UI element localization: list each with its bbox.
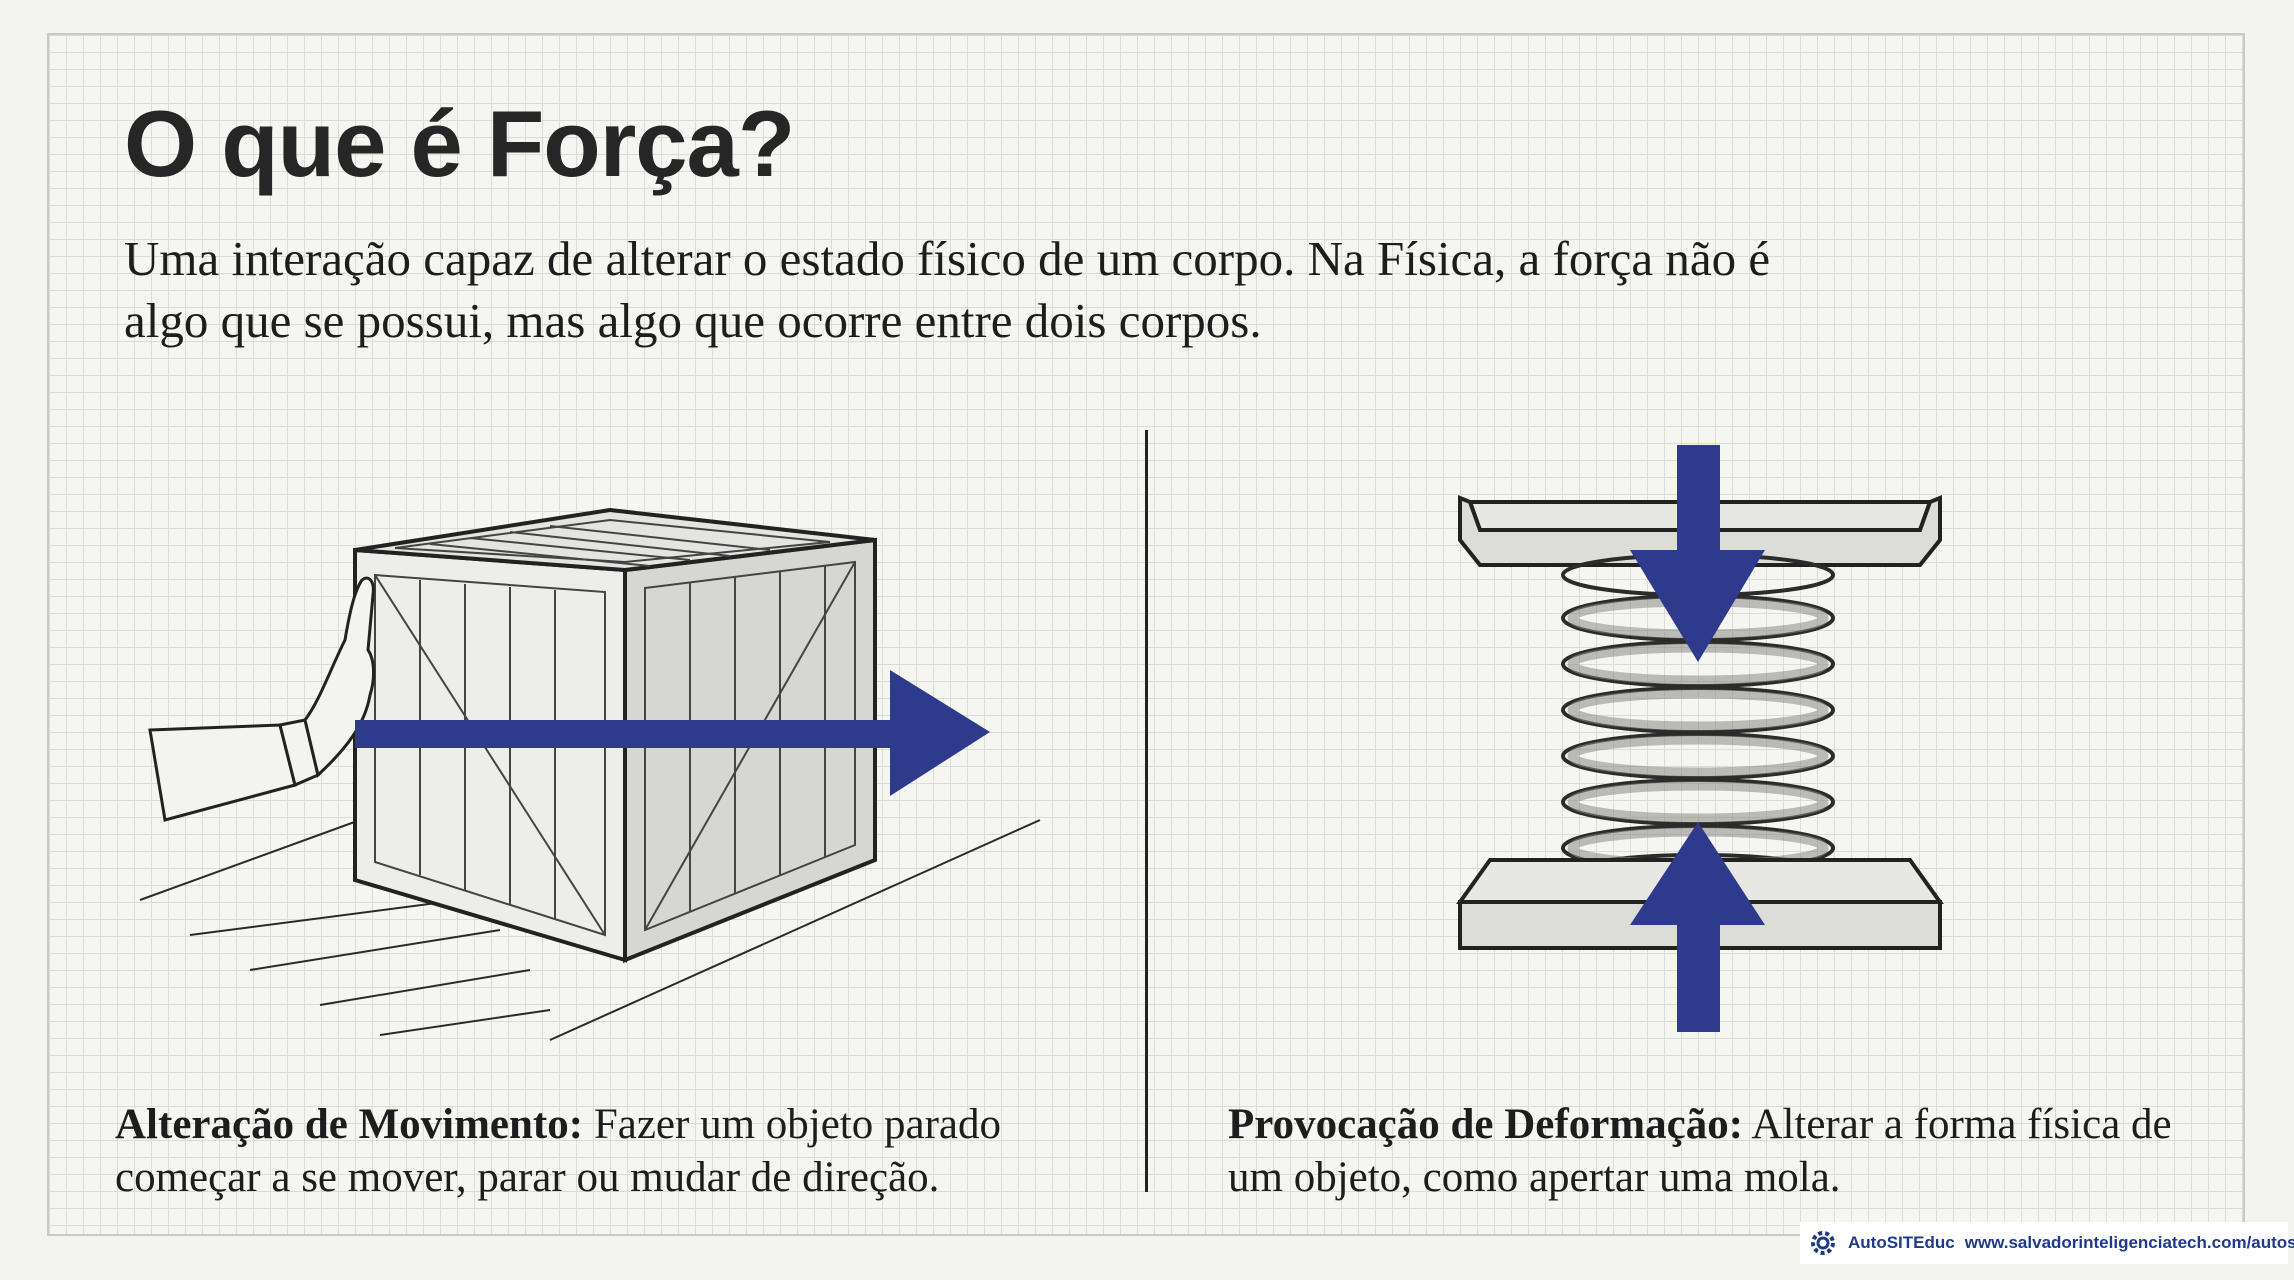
deformation-caption-text: Alterar a forma física de um objeto, com…	[1228, 1101, 2172, 1201]
up-force-arrow	[1630, 822, 1765, 1032]
push-force-arrow	[355, 670, 990, 796]
footer-url-link[interactable]: www.salvadorinteligenciatech.com/autosit…	[1964, 1233, 2294, 1252]
movement-caption-heading: Alteração de Movimento:	[115, 1101, 584, 1148]
crate-push-illustration	[139, 507, 1041, 1041]
footer-branding: AutoSITEduc www.salvadorinteligenciatech…	[1800, 1222, 2294, 1264]
movement-caption: Alteração de Movimento: Fazer um objeto …	[115, 1098, 1075, 1204]
panel-divider	[1145, 430, 1148, 1192]
definition-text: Uma interação capaz de alterar o estado …	[124, 231, 1771, 348]
down-force-arrow	[1630, 445, 1765, 662]
movement-caption-text: Fazer um objeto parado começar a se move…	[115, 1101, 1001, 1201]
spring-compression-illustration	[1456, 445, 1944, 1032]
gear-icon	[1811, 1231, 1835, 1255]
page-title: O que é Força?	[124, 91, 795, 196]
deformation-caption-heading: Provocação de Deformação:	[1228, 1101, 1744, 1148]
deformation-caption: Provocação de Deformação: Alterar a form…	[1228, 1098, 2208, 1204]
footer-brand: AutoSITEduc	[1848, 1233, 1955, 1252]
